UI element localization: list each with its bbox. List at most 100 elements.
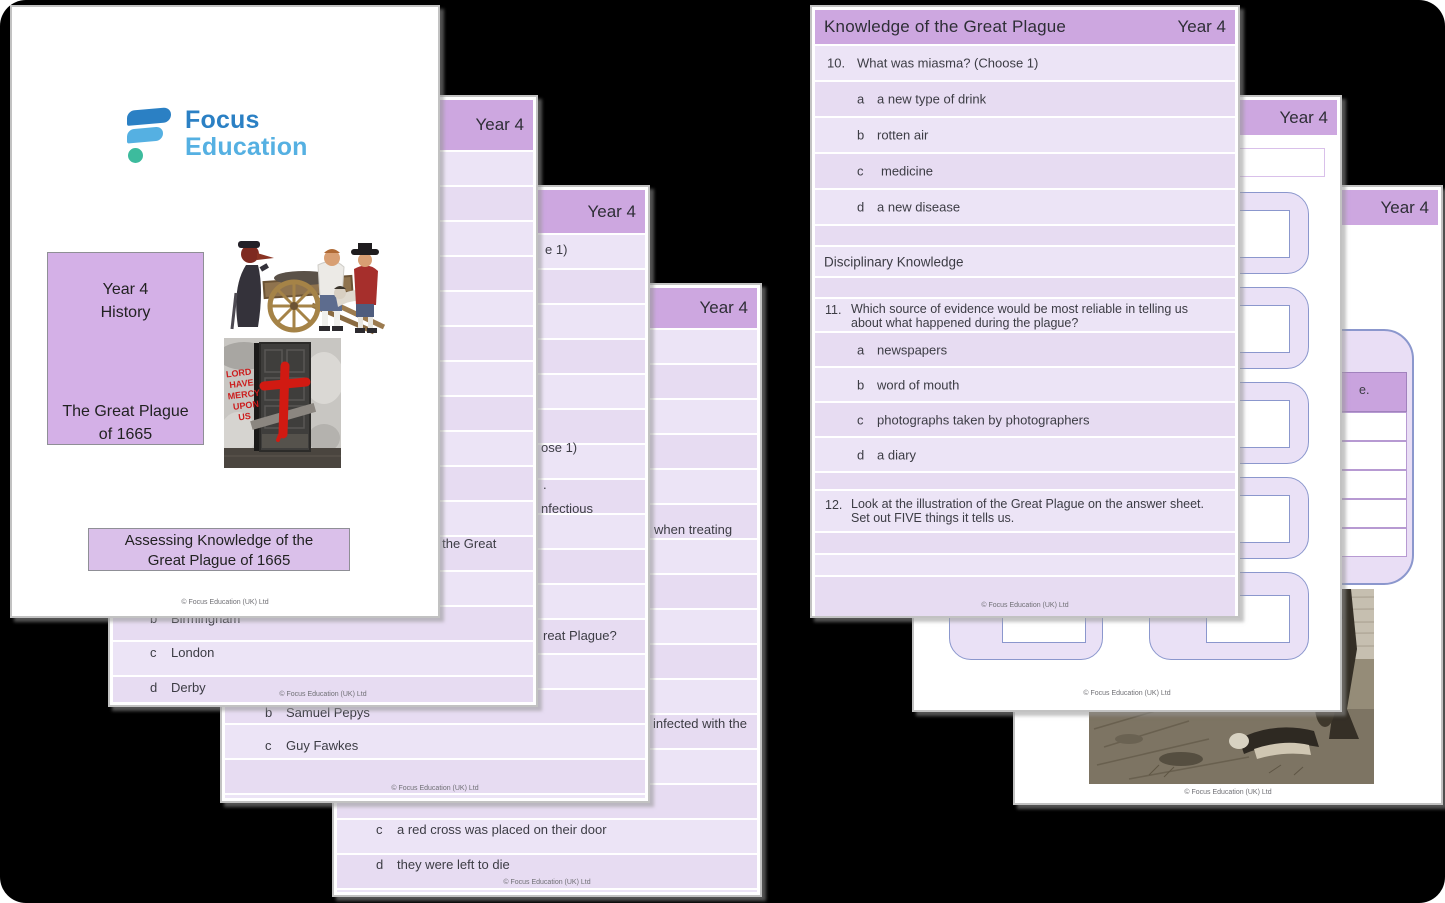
focus-education-logo: Focus Education — [127, 107, 308, 167]
copyright-footer: © Focus Education (UK) Ltd — [1184, 789, 1272, 796]
option-text: Samuel Pepys — [286, 705, 370, 720]
question-fragment-infectious: nfectious — [541, 501, 594, 516]
question-row: 10. What was miasma? (Choose 1) — [815, 46, 1235, 80]
option-text: London — [171, 645, 215, 660]
option-letter: d — [857, 199, 865, 215]
year-label: Year 4 — [1279, 107, 1328, 127]
option-text: Guy Fawkes — [286, 738, 359, 753]
option-letter: b — [150, 611, 158, 626]
plague-cart-illustration — [224, 227, 396, 337]
copyright-footer: © Focus Education (UK) Ltd — [503, 879, 591, 886]
option-letter: a — [857, 91, 865, 107]
option-text: newspapers — [877, 342, 948, 357]
spacer-row — [815, 533, 1235, 553]
question-line1: Look at the illustration of the Great Pl… — [851, 497, 1204, 511]
year-label: Year 4 — [1380, 197, 1429, 217]
option-text: rotten air — [877, 127, 929, 143]
graffiti-line: LORD — [225, 366, 252, 379]
page-questions-10-12[interactable]: Knowledge of the Great Plague Year 4 10.… — [810, 5, 1240, 618]
section-label: Disciplinary Knowledge — [824, 254, 964, 269]
question-fragment-when-treating: when treating — [654, 522, 733, 537]
question-line2: about what happened during the plague? — [851, 316, 1079, 330]
graffiti-line: HAVE — [229, 377, 254, 390]
question-fragment-infected: infected with the — [653, 716, 747, 731]
assessment-title-box: Assessing Knowledge of the Great Plague … — [88, 528, 350, 571]
option-letter: c — [150, 645, 157, 660]
option-letter: a — [857, 342, 865, 357]
question-number: 11. — [825, 303, 842, 317]
cover-subject: History — [100, 304, 151, 321]
option-letter: c — [857, 163, 864, 179]
option-text: word of mouth — [877, 377, 960, 392]
option-letter: b — [857, 127, 865, 143]
copyright-footer: © Focus Education (UK) Ltd — [981, 602, 1069, 609]
year-label: Year 4 — [587, 201, 636, 221]
option-letter: c — [376, 822, 383, 837]
copyright-footer: © Focus Education (UK) Ltd — [279, 691, 367, 698]
question-fragment-dot: . — [543, 477, 547, 492]
question-number: 10. — [827, 55, 846, 71]
question-fragment-choose-2: ose 1) — [541, 440, 578, 455]
copyright-footer: © Focus Education (UK) Ltd — [391, 785, 479, 792]
option-text: a diary — [877, 447, 917, 462]
option-row: d a new disease — [815, 190, 1235, 224]
option-text: a new disease — [877, 199, 961, 215]
spacer-row — [815, 473, 1235, 489]
option-text: a red cross was placed on their door — [397, 822, 607, 837]
question-fragment-by-the-great: y the Great — [432, 536, 497, 551]
copyright-footer: © Focus Education (UK) Ltd — [181, 599, 269, 606]
assessment-title-line2: Great Plague of 1665 — [147, 552, 291, 569]
option-text: Derby — [171, 680, 206, 695]
year-label: Year 4 — [1177, 17, 1226, 36]
graffiti-line: US — [238, 411, 252, 422]
question-row: 11. Which source of evidence would be mo… — [815, 299, 1235, 331]
footer-row: © Focus Education (UK) Ltd — [815, 577, 1235, 616]
question-fragment-great-plague: reat Plague? — [543, 628, 617, 643]
spacer-row — [815, 226, 1235, 245]
assessment-title-line1: Assessing Knowledge of the — [124, 532, 314, 549]
option-letter: d — [857, 447, 865, 462]
plague-door-image: LORD HAVE MERCY UPON US — [218, 338, 344, 468]
logo-word-education: Education — [185, 133, 308, 161]
section-row: Disciplinary Knowledge — [815, 247, 1235, 276]
logo-word-focus: Focus — [185, 106, 260, 134]
cover-topic-line1: The Great Plague — [62, 403, 189, 420]
option-letter: b — [857, 377, 865, 392]
graffiti-line: MERCY — [227, 388, 260, 402]
option-letter: c — [265, 738, 272, 753]
graffiti-line: UPON — [232, 399, 259, 412]
cover-topic-line2: of 1665 — [98, 426, 153, 443]
page-header-band: Knowledge of the Great Plague Year 4 — [815, 10, 1235, 44]
year-label: Year 4 — [699, 298, 748, 317]
question-row: 12. Look at the illustration of the Grea… — [815, 491, 1235, 531]
page-title: Knowledge of the Great Plague — [824, 17, 1067, 36]
option-letter: b — [265, 705, 273, 720]
question-line1: Which source of evidence would be most r… — [851, 302, 1188, 316]
question-fragment-choose: e 1) — [545, 242, 568, 257]
cover-year: Year 4 — [102, 281, 149, 298]
focus-logo-icon — [127, 107, 179, 167]
option-letter: c — [857, 412, 864, 427]
cover-title-box: Year 4 History The Great Plague of 1665 — [47, 252, 204, 445]
option-text: a new type of drink — [877, 91, 987, 107]
question-text: What was miasma? (Choose 1) — [857, 55, 1039, 71]
option-text: medicine — [881, 163, 934, 179]
copyright-footer: © Focus Education (UK) Ltd — [1083, 690, 1171, 697]
option-letter: d — [150, 680, 158, 695]
question-line2: Set out FIVE things it tells us. — [851, 511, 1015, 525]
option-text: photographs taken by photographers — [877, 412, 1090, 427]
question-number: 12. — [825, 498, 843, 512]
option-row: b rotten air — [815, 118, 1235, 152]
option-row: c medicine — [815, 154, 1235, 188]
spacer-row — [815, 278, 1235, 297]
option-row: c photographs taken by photographers — [815, 403, 1235, 436]
option-row: a a new type of drink — [815, 82, 1235, 116]
spacer-row — [815, 555, 1235, 575]
page-cover[interactable]: Focus Education Year 4 History The Great… — [10, 5, 440, 618]
table-header-fragment: e. — [1359, 383, 1370, 397]
year-label: Year 4 — [475, 115, 524, 134]
option-text: they were left to die — [397, 857, 510, 872]
option-row: d a diary — [815, 438, 1235, 471]
option-row: b word of mouth — [815, 368, 1235, 401]
